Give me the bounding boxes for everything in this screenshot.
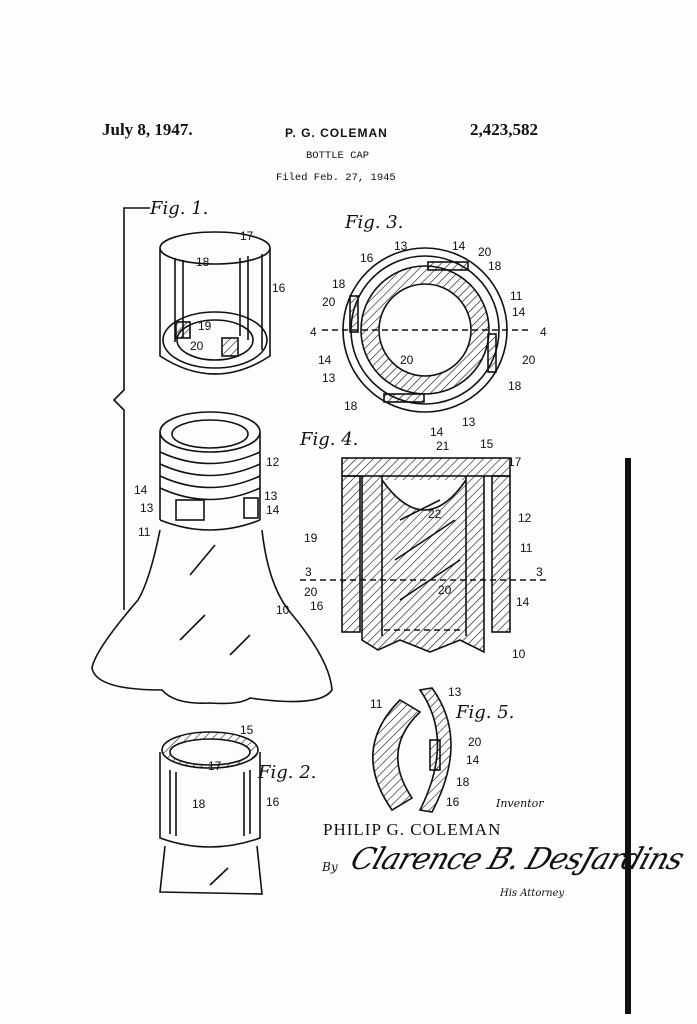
ref-3-fig4-right: 3	[536, 565, 543, 579]
fig5-caption: Fig. 5.	[455, 702, 514, 723]
ref-13-fig1-right: 13	[264, 489, 278, 503]
ref-14-fig5: 14	[466, 753, 480, 767]
fig5-detail	[372, 687, 452, 813]
fig1-cap	[159, 231, 271, 375]
ref-14-fig4: 14	[516, 595, 530, 609]
ref-13-fig3-top: 13	[394, 239, 408, 253]
ref-13-fig3-left: 13	[322, 371, 336, 385]
ref-15-fig2: 15	[240, 723, 254, 737]
fig3-section	[322, 247, 530, 413]
ref-16-fig2: 16	[266, 795, 280, 809]
ref-3-fig4-left: 3	[305, 565, 312, 579]
ref-18-fig3-right: 18	[508, 379, 522, 393]
ref-14-fig3-right: 14	[512, 305, 526, 319]
ref-13-fig5: 13	[448, 685, 462, 699]
ref-18-fig5: 18	[456, 775, 470, 789]
inventor-caption: Inventor	[496, 797, 544, 810]
ref-16-fig3: 16	[360, 251, 374, 265]
ref-14-fig3-top: 14	[452, 239, 466, 253]
fig4-section	[300, 457, 550, 654]
ref-20-fig3-top: 20	[478, 245, 492, 259]
ref-11-fig4: 11	[520, 541, 533, 555]
ref-14-fig3-left: 14	[318, 353, 332, 367]
ref-4-fig3-right: 4	[540, 325, 547, 339]
fig4-caption: Fig. 4.	[299, 429, 358, 450]
ref-20-fig5: 20	[468, 735, 482, 749]
ref-14-fig3-bottom: 14	[430, 425, 444, 439]
ref-20-fig3-left: 20	[322, 295, 336, 309]
ref-14-fig1-left: 14	[134, 483, 148, 497]
ref-19-fig1: 19	[198, 319, 212, 333]
fig2-caption: Fig. 2.	[257, 762, 316, 783]
ref-17-fig1: 17	[240, 229, 254, 243]
ref-13-fig1-left: 13	[140, 501, 154, 515]
filed-date: Filed Feb. 27, 1945	[276, 172, 396, 184]
ref-10-fig1: 10	[276, 603, 290, 617]
ref-11-fig5: 11	[370, 697, 383, 711]
ref-20-fig3-right: 20	[522, 353, 536, 367]
patent-date: July 8, 1947.	[102, 120, 193, 139]
fig3-caption: Fig. 3.	[344, 212, 403, 233]
inventor-name: PHILIP G. COLEMAN	[323, 820, 502, 839]
ref-11-fig1: 11	[138, 525, 151, 539]
ref-20-fig4-left: 20	[304, 585, 318, 599]
ref-4-fig3-left: 4	[310, 325, 317, 339]
ref-22-fig4: 22	[428, 507, 442, 521]
ref-13-fig3-bottom: 13	[462, 415, 476, 429]
ref-18-fig2: 18	[192, 797, 206, 811]
fig1-bottle	[91, 411, 333, 705]
ref-16-fig4: 16	[310, 599, 324, 613]
ref-18-fig3-bottom: 18	[344, 399, 358, 413]
ref-16-fig1: 16	[272, 281, 286, 295]
patent-title: BOTTLE CAP	[306, 150, 370, 162]
fig1-caption: Fig. 1.	[149, 198, 208, 219]
ref-18-fig3-left: 18	[332, 277, 346, 291]
ref-16-fig5: 16	[446, 795, 460, 809]
ref-18-fig1: 18	[196, 255, 210, 269]
ref-12-fig4: 12	[518, 511, 532, 525]
ref-15-fig4: 15	[480, 437, 494, 451]
ref-12-fig1: 12	[266, 455, 280, 469]
patent-number: 2,423,582	[470, 120, 538, 139]
ref-20-fig3-center: 20	[400, 353, 414, 367]
fig2-capped-bottle	[159, 731, 263, 895]
ref-21-fig4: 21	[436, 439, 450, 453]
attorney-signature: Clarence B. DesJardins	[346, 842, 688, 877]
ref-18-fig3-top: 18	[488, 259, 502, 273]
ref-17-fig2: 17	[208, 759, 222, 773]
ref-11-fig3: 11	[510, 289, 523, 303]
ref-20-fig1: 20	[190, 339, 204, 353]
ref-19-fig4: 19	[304, 531, 318, 545]
ref-17-fig4: 17	[508, 455, 522, 469]
attorney-caption: His Attorney	[500, 888, 565, 899]
by-label: By	[322, 860, 338, 874]
ref-14-fig1-right: 14	[266, 503, 280, 517]
inventor-name-header: P. G. COLEMAN	[285, 126, 388, 140]
ref-10-fig4: 10	[512, 647, 526, 661]
ref-20-fig4-center: 20	[438, 583, 452, 597]
scan-edge-bar	[625, 458, 631, 1014]
fig1-bracket	[112, 207, 150, 610]
